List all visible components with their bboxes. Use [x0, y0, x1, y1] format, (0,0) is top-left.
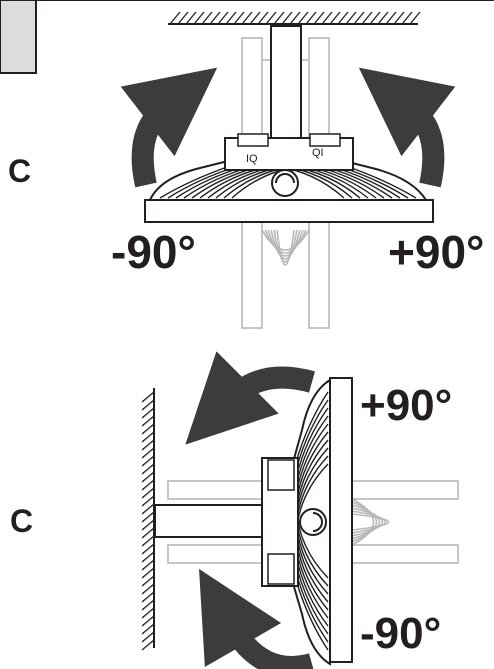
- hatch-stroke: [289, 11, 301, 25]
- hatch-stroke: [141, 535, 155, 547]
- hatch-stroke: [193, 11, 205, 25]
- hatch-stroke: [141, 399, 155, 411]
- hatch-stroke: [209, 11, 221, 25]
- hatch-stroke: [233, 11, 245, 25]
- ghost-fin: [267, 229, 304, 257]
- hatch-stroke: [141, 591, 155, 603]
- panel-letter-bottom: C: [10, 503, 33, 539]
- hatch-stroke: [257, 11, 269, 25]
- hatch-stroke: [353, 11, 365, 25]
- hatch-stroke: [141, 471, 155, 483]
- fin: [159, 165, 231, 199]
- hatch-stroke: [141, 527, 155, 539]
- hatch-stroke: [141, 415, 155, 427]
- hatch-stroke: [141, 463, 155, 475]
- hatch-stroke: [141, 623, 155, 635]
- hatch-stroke: [141, 439, 155, 451]
- hatch-stroke: [141, 551, 155, 563]
- hatch-stroke: [141, 479, 155, 491]
- hatch-stroke: [401, 11, 413, 25]
- hatch-stroke: [141, 559, 155, 571]
- hatch-stroke: [361, 11, 373, 25]
- hatch-stroke: [141, 575, 155, 587]
- fixture-body: IQ QI: [144, 133, 434, 223]
- fixture-body-bottom: [261, 377, 353, 666]
- hatch-stroke: [265, 11, 277, 25]
- top-panel: IQ QI C -90° +90°: [8, 11, 484, 329]
- hatch-stroke: [273, 11, 285, 25]
- hatch-stroke: [141, 431, 155, 443]
- hatch-stroke: [141, 567, 155, 579]
- hatch-stroke: [141, 607, 155, 619]
- hatch-stroke: [141, 455, 155, 467]
- hatch-stroke: [409, 11, 421, 25]
- rotate-arrow-icon: [120, 67, 456, 188]
- ghost-fin: [351, 513, 389, 531]
- hatch-stroke: [141, 503, 155, 515]
- fin: [295, 579, 329, 651]
- angle-label-right: +90°: [388, 226, 484, 278]
- hatch-stroke: [141, 519, 155, 531]
- ghost-fin: [270, 229, 301, 260]
- hatch-stroke: [329, 11, 341, 25]
- ghost-fin: [273, 229, 298, 263]
- wall-hatch-icon: [141, 388, 155, 651]
- ghost-fin: [351, 504, 381, 540]
- hatch-stroke: [385, 11, 397, 25]
- ghost-fin: [276, 229, 295, 266]
- hatch-stroke: [141, 631, 155, 643]
- hatch-stroke: [305, 11, 317, 25]
- svg-text:IQ: IQ: [246, 153, 258, 165]
- hatch-stroke: [141, 543, 155, 555]
- section-tab: [0, 0, 494, 74]
- ghost-fin: [351, 501, 378, 543]
- hatch-stroke: [217, 11, 229, 25]
- ghost-fin: [351, 498, 375, 546]
- ghost-fin: [261, 229, 310, 251]
- hatch-stroke: [141, 407, 155, 419]
- hatch-stroke: [337, 11, 349, 25]
- hatch-stroke: [241, 11, 253, 25]
- hatch-stroke: [201, 11, 213, 25]
- fin: [295, 391, 329, 463]
- hatch-stroke: [141, 495, 155, 507]
- bottom-panel: C +90° -90°: [10, 351, 459, 669]
- hatch-stroke: [313, 11, 325, 25]
- hatch-stroke: [141, 447, 155, 459]
- hatch-stroke: [185, 11, 197, 25]
- hatch-stroke: [141, 511, 155, 523]
- ghost-fin: [264, 229, 307, 254]
- hatch-stroke: [345, 11, 357, 25]
- hatch-stroke: [169, 11, 181, 25]
- hatch-stroke: [177, 11, 189, 25]
- hatch-stroke: [377, 11, 389, 25]
- hatch-stroke: [225, 11, 237, 25]
- hatch-stroke: [321, 11, 333, 25]
- hatch-stroke: [141, 615, 155, 627]
- panel-letter-top: C: [8, 153, 31, 189]
- svg-text:QI: QI: [312, 147, 324, 159]
- hatch-stroke: [141, 391, 155, 403]
- hatch-stroke: [141, 639, 155, 651]
- angle-label-left: -90°: [111, 226, 196, 278]
- ghost-fin: [351, 510, 387, 534]
- angle-label-lower: -90°: [360, 609, 441, 658]
- hatch-stroke: [281, 11, 293, 25]
- hatch-stroke: [297, 11, 309, 25]
- hatch-stroke: [249, 11, 261, 25]
- ghost-fin: [351, 507, 384, 537]
- hatch-stroke: [141, 583, 155, 595]
- hatch-stroke: [141, 487, 155, 499]
- hatch-stroke: [141, 423, 155, 435]
- rotate-arrow-icon-bottom: [185, 351, 315, 669]
- angle-label-upper: +90°: [360, 381, 452, 430]
- ceiling-hatch-icon: [168, 11, 421, 25]
- hatch-stroke: [393, 11, 405, 25]
- hatch-stroke: [141, 599, 155, 611]
- hatch-stroke: [369, 11, 381, 25]
